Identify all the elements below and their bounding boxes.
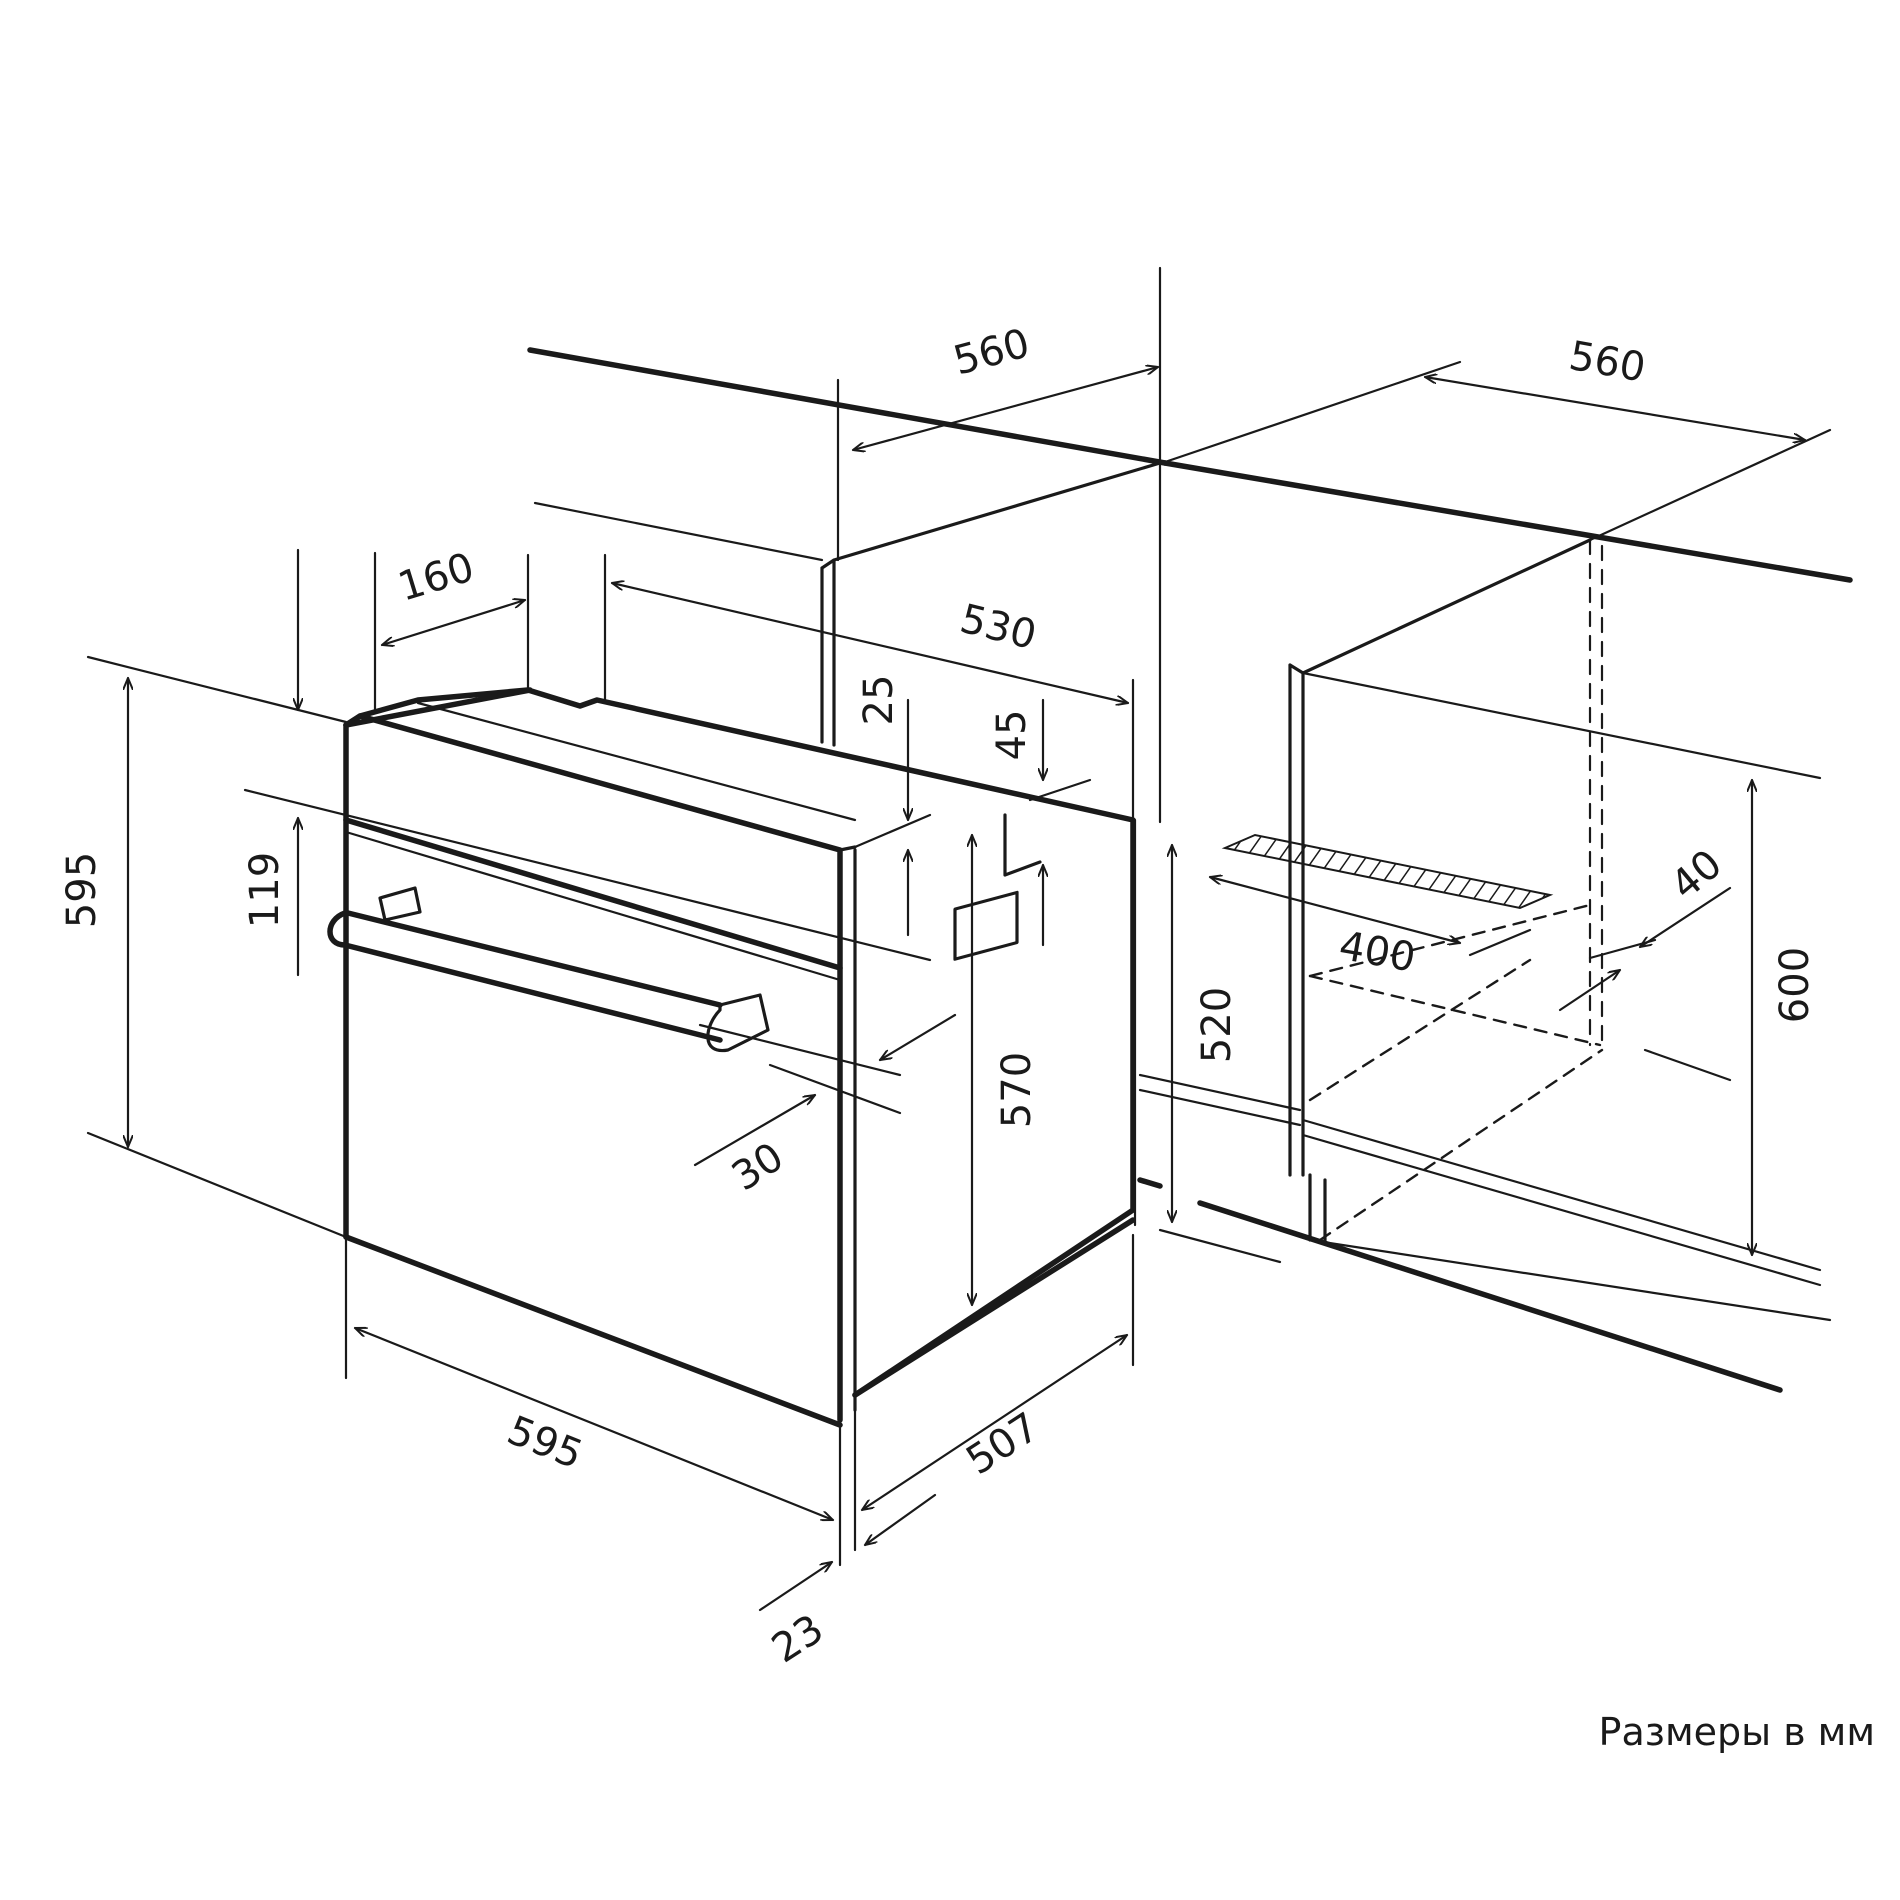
oven-side-step xyxy=(1003,813,1042,877)
cabinet-niche xyxy=(527,266,1853,1393)
dim-119-ext xyxy=(243,788,932,962)
dim-530-line xyxy=(612,583,1128,703)
countertop-left-side xyxy=(1163,360,1462,464)
dim-400-line xyxy=(1210,877,1460,943)
niche-dashed-floor xyxy=(1308,974,1602,1047)
dim-23-left xyxy=(758,1562,832,1612)
label-23: 23 xyxy=(764,1606,832,1672)
dim-40-bottom xyxy=(1558,970,1620,1012)
handle-bracket-right xyxy=(706,993,770,1053)
units-caption: Размеры в мм xyxy=(1599,1710,1875,1754)
dim-30-bottom xyxy=(693,1095,815,1167)
dim-560-right-line xyxy=(1423,377,1807,440)
plinth-lines xyxy=(1138,1073,1822,1287)
control-panel-line xyxy=(343,817,843,971)
countertop-right-edge xyxy=(1162,460,1853,583)
niche-top-guide xyxy=(1301,671,1822,780)
countertop-front-edge xyxy=(527,347,1168,466)
dim-595h-ext-top xyxy=(86,655,348,724)
label-595-height: 595 xyxy=(59,852,105,928)
label-40: 40 xyxy=(1662,841,1731,909)
oven-bottom-side xyxy=(852,1217,1136,1398)
dim-23-right xyxy=(865,1493,937,1545)
niche-dashed-inner xyxy=(1308,958,1532,1102)
label-119: 119 xyxy=(242,852,288,928)
niche-left-guide xyxy=(533,501,824,562)
oven-front-corner xyxy=(838,845,857,852)
dim-40-ext xyxy=(1588,938,1657,960)
label-570: 570 xyxy=(994,1052,1040,1128)
dim-30-ext2 xyxy=(698,1023,902,1077)
oven-front-bottom xyxy=(343,1234,843,1428)
oven-top-inner xyxy=(416,701,857,822)
plinth-legs xyxy=(1308,1173,1327,1244)
dim-507-line xyxy=(862,1335,1127,1510)
side-slot xyxy=(953,890,1019,961)
dim-45-ext xyxy=(1028,778,1092,802)
dimension-lines xyxy=(86,367,1807,1612)
dim-400-ext xyxy=(1468,928,1532,957)
label-600: 600 xyxy=(1772,947,1818,1023)
label-595-width: 595 xyxy=(501,1407,589,1478)
door-handle xyxy=(327,910,723,1043)
label-25: 25 xyxy=(856,675,902,726)
floor-line xyxy=(1197,1200,1783,1393)
dim-560-left-line xyxy=(853,367,1158,450)
control-panel-line2 xyxy=(344,830,842,982)
dim-30-top xyxy=(880,1013,957,1060)
oven-front-outline xyxy=(343,713,843,1423)
label-560-left: 560 xyxy=(949,320,1035,384)
countertop-right-side xyxy=(1588,428,1832,542)
dim-40-line xyxy=(1640,886,1732,947)
niche-dashed-floor-diag xyxy=(1308,903,1592,978)
dim-595h-ext-bottom xyxy=(86,1131,348,1239)
label-530: 530 xyxy=(956,596,1041,659)
label-30: 30 xyxy=(724,1134,792,1200)
dim-30-ext xyxy=(768,1063,902,1115)
oven-top-step xyxy=(853,813,932,849)
dim-595w-line xyxy=(355,1328,833,1520)
floor-right xyxy=(1308,1238,1832,1322)
niche-floor-ext xyxy=(1158,1228,1282,1264)
label-507: 507 xyxy=(958,1404,1047,1484)
dimension-labels: 560 560 160 530 25 45 119 595 30 570 520… xyxy=(59,320,1818,1672)
floor-stub xyxy=(1137,1177,1163,1189)
handle-bracket-left xyxy=(378,886,422,922)
dim-160-line xyxy=(382,600,525,645)
niche-dashed-back xyxy=(1318,1048,1604,1242)
label-160: 160 xyxy=(393,544,479,610)
label-560-right: 560 xyxy=(1566,333,1649,392)
label-45: 45 xyxy=(989,710,1035,761)
door-handle-top xyxy=(345,910,723,1008)
label-520: 520 xyxy=(1194,987,1240,1063)
vent-opening xyxy=(1221,833,1554,910)
label-400: 400 xyxy=(1336,923,1419,982)
niche-ext-600-bottom xyxy=(1643,1048,1732,1082)
